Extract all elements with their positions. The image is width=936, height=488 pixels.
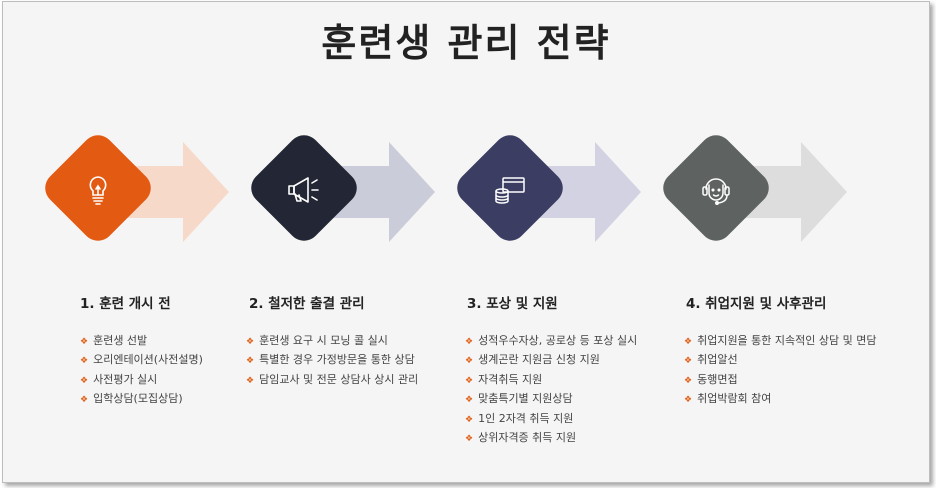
- diamond-bullet-icon: ❖: [684, 337, 693, 347]
- list-item: ❖담임교사 및 전문 상담사 상시 관리: [246, 372, 419, 386]
- step-4-arrow: [731, 142, 847, 242]
- arrow-shape: [113, 142, 229, 242]
- step-4-list: ❖취업지원을 통한 지속적인 상담 및 면담 ❖취업알선 ❖동행면접 ❖취업박람…: [684, 331, 876, 409]
- money-icon: [495, 177, 525, 204]
- list-item: ❖사전평가 실시: [80, 372, 158, 386]
- step-3-heading: 3. 포상 및 지원: [467, 296, 558, 312]
- diamond-bullet-icon: ❖: [465, 337, 474, 347]
- list-item: ❖입학상담(모집상담): [80, 392, 183, 406]
- step-2-arrow: [319, 142, 435, 242]
- step-1-arrow: [113, 142, 229, 242]
- step-4-heading: 4. 취업지원 및 사후관리: [686, 296, 827, 312]
- step-2-graphic: [244, 128, 439, 252]
- list-item: ❖훈련생 요구 시 모닝 콜 실시: [246, 334, 388, 347]
- arrow-shape: [525, 142, 641, 242]
- page-title: 훈련생 관리 전략: [321, 21, 611, 65]
- diamond-bullet-icon: ❖: [465, 433, 474, 444]
- diamond-bullet-icon: ❖: [246, 375, 255, 386]
- arrow-shape: [731, 142, 847, 242]
- list-item: ❖자격취득 지원: [465, 372, 543, 386]
- step-1-heading: 1. 훈련 개시 전: [80, 296, 171, 312]
- diamond-bullet-icon: ❖: [80, 375, 89, 386]
- list-item: ❖상위자격증 취득 지원: [465, 430, 577, 444]
- diamond-bullet-icon: ❖: [684, 356, 693, 367]
- list-item: ❖취업알선: [684, 353, 738, 367]
- list-item: ❖취업지원을 통한 지속적인 상담 및 면담: [684, 334, 877, 347]
- step-2-list: ❖훈련생 요구 시 모닝 콜 실시 ❖특별한 경우 가정방문을 통한 상담 ❖담…: [246, 331, 418, 389]
- diamond-bullet-icon: ❖: [684, 395, 693, 406]
- diamond-bullet-icon: ❖: [246, 337, 255, 347]
- lightbulb-icon: [89, 176, 107, 205]
- list-item: ❖취업박람회 참여: [684, 392, 772, 406]
- step-3-list: ❖성적우수자상, 공로상 등 포상 실시 ❖생계곤란 지원금 신청 지원 ❖자격…: [465, 331, 637, 447]
- step-2-heading: 2. 철저한 출결 관리: [249, 296, 365, 312]
- step-4-graphic: [656, 128, 851, 252]
- diamond-bullet-icon: ❖: [684, 375, 693, 386]
- diamond-bullet-icon: ❖: [80, 337, 89, 347]
- diamond-bullet-icon: ❖: [80, 356, 89, 367]
- slide-frame: 훈련생 관리 전략: [2, 1, 930, 483]
- megaphone-icon: [288, 177, 319, 203]
- list-item: ❖생계곤란 지원금 신청 지원: [465, 353, 600, 367]
- step-1-list: ❖훈련생 선발 ❖오리엔테이션(사전설명) ❖사전평가 실시 ❖입학상담(모집상…: [80, 331, 203, 409]
- step-3-arrow: [525, 142, 641, 242]
- arrow-shape: [319, 142, 435, 242]
- diamond-bullet-icon: ❖: [246, 356, 255, 367]
- step-1-graphic: [38, 128, 233, 252]
- list-item: ❖훈련생 선발: [80, 334, 148, 347]
- headset-icon: [702, 178, 730, 205]
- diamond-bullet-icon: ❖: [465, 395, 474, 406]
- list-item: ❖성적우수자상, 공로상 등 포상 실시: [465, 334, 638, 347]
- list-item: ❖동행면접: [684, 372, 738, 386]
- diamond-bullet-icon: ❖: [80, 395, 89, 406]
- step-3-graphic: [450, 128, 645, 252]
- diamond-bullet-icon: ❖: [465, 414, 474, 425]
- diamond-bullet-icon: ❖: [465, 356, 474, 367]
- list-item: ❖특별한 경우 가정방문을 통한 상담: [246, 353, 415, 367]
- list-item: ❖1인 2자격 취득 지원: [465, 411, 574, 425]
- list-item: ❖오리엔테이션(사전설명): [80, 353, 203, 367]
- diamond-bullet-icon: ❖: [465, 375, 474, 386]
- list-item: ❖맞춤특기별 지원상담: [465, 392, 573, 406]
